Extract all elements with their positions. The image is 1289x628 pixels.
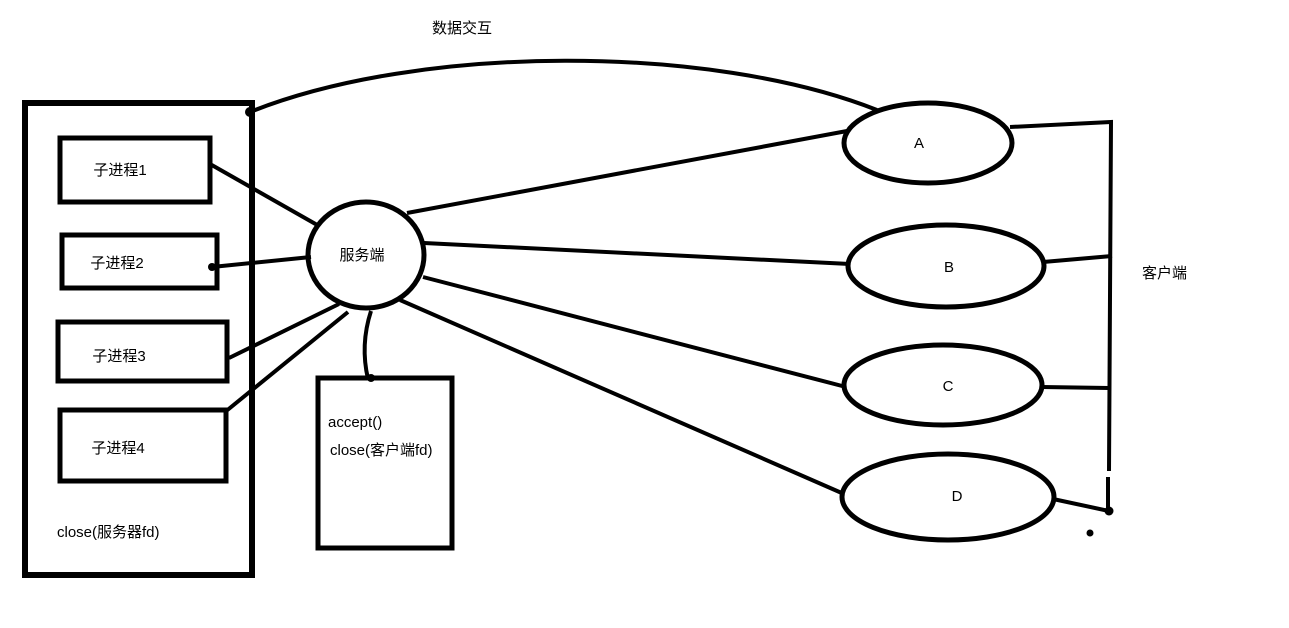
data-interaction-label: 数据交互 xyxy=(432,19,492,37)
stray-ink-dot xyxy=(1086,529,1094,537)
child-process-2-label: 子进程2 xyxy=(90,255,143,272)
client-ellipse-c xyxy=(841,342,1045,428)
client-ellipse-a xyxy=(841,100,1015,186)
server-circle xyxy=(305,199,427,311)
child-process-3-box xyxy=(55,319,230,384)
client-ellipse-d xyxy=(839,451,1057,543)
link-server-clientB xyxy=(423,241,851,266)
link-child4-server xyxy=(223,310,350,414)
client-d-label: D xyxy=(952,488,963,505)
link-clientD-bus xyxy=(1052,497,1110,513)
link-child2-server xyxy=(211,255,312,269)
link-child3-server xyxy=(228,302,340,360)
child-process-1-label: 子进程1 xyxy=(93,162,146,179)
link-child1-server xyxy=(209,162,320,228)
child-process-4-box xyxy=(57,407,229,484)
child-process-2-box xyxy=(59,232,220,291)
client-c-label: C xyxy=(943,378,954,395)
data-interaction-curve xyxy=(249,58,878,114)
server-label: 服务端 xyxy=(339,247,384,264)
bus-end-arrow-dot xyxy=(1104,506,1114,516)
server-host-rectangle xyxy=(22,100,255,578)
link-clientC-bus xyxy=(1041,385,1110,390)
client-a-label: A xyxy=(914,135,924,152)
client-side-label: 客户端 xyxy=(1142,265,1187,282)
link-clientB-bus xyxy=(1042,254,1113,264)
close-server-fd-label: close(服务器fd) xyxy=(57,524,160,541)
client-b-label: B xyxy=(944,259,954,276)
link-server-clientC xyxy=(422,275,847,389)
link-server-clientD xyxy=(399,298,845,496)
link-child2-endpoint-dot xyxy=(208,263,216,271)
client-ellipse-b xyxy=(845,222,1047,310)
client-bus-line-upper xyxy=(1009,119,1114,472)
close-client-fd-label: close(客户端fd) xyxy=(330,442,433,459)
link-server-clientA xyxy=(406,129,848,215)
child-process-4-label: 子进程4 xyxy=(91,440,144,457)
link-server-acceptbox xyxy=(362,310,373,380)
child-process-3-label: 子进程3 xyxy=(92,348,145,365)
accept-call-label: accept() xyxy=(328,414,382,431)
accept-close-box xyxy=(315,375,455,551)
child-process-1-box xyxy=(57,135,213,205)
